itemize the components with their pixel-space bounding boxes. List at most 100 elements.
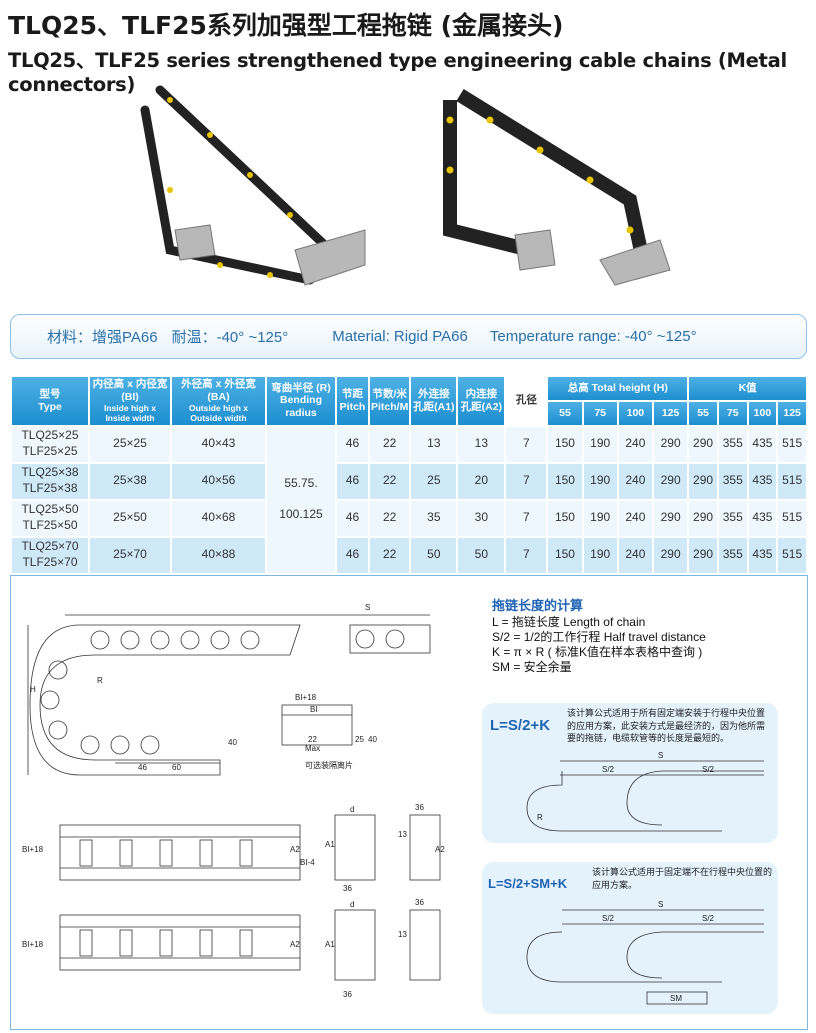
a1-cell: 35 (411, 500, 457, 536)
height-cell: 190 (583, 426, 617, 462)
separator-label: 可选装隔离片 (305, 761, 353, 770)
formula-1-s: S (658, 751, 664, 760)
dim-25: 25 (355, 735, 364, 744)
a1-cell: 13 (411, 426, 457, 462)
k-cell: 355 (718, 500, 747, 536)
hole-cell: 7 (506, 500, 547, 536)
page-title: TLQ25、TLF25系列加强型工程拖链 (金属接头) (8, 11, 564, 40)
formula-1-s2b: S/2 (702, 765, 715, 774)
height-cell: 190 (583, 463, 617, 499)
ba-cell: 40×68 (172, 500, 265, 536)
ba-cell: 40×43 (172, 426, 265, 462)
material-cn: 材料：增强PA66 (47, 329, 158, 346)
chain-dimension-drawing (27, 614, 441, 981)
cable-chain-photo-open (140, 85, 366, 286)
height-cell: 290 (654, 500, 688, 536)
height-cell: 150 (548, 426, 582, 462)
k-cell: 515 (778, 500, 806, 536)
formula-2-sm: SM (670, 994, 682, 1003)
a2-cell: 50 (458, 537, 505, 573)
dim-d2: d (350, 900, 355, 909)
dim-bi: BI (310, 705, 318, 714)
k-cell: 355 (718, 537, 747, 573)
k-cell: 515 (778, 426, 806, 462)
height-cell: 240 (618, 537, 652, 573)
height-cell: 290 (654, 537, 688, 573)
chain-length-calculation: 拖链长度的计算 L = 拖链长度 Length of chain S/2 = 1… (492, 598, 706, 675)
height-cell: 240 (618, 463, 652, 499)
dim-max: Max (305, 744, 321, 753)
header-radius: 弯曲半径 (R)Bending radius (267, 377, 335, 425)
height-cell: 150 (548, 463, 582, 499)
dim-a1: A1 (325, 840, 335, 849)
dim-36b: 36 (415, 803, 424, 812)
header-a1: 外连接孔距(A1) (411, 377, 457, 425)
k-cell: 435 (748, 426, 777, 462)
header-bi: 内径高 x 内径宽 (BI)Inside high x Inside width (90, 377, 170, 425)
cable-chain-photo-closed (443, 89, 671, 286)
k-cell: 290 (689, 426, 717, 462)
dim-a2: A2 (290, 845, 300, 854)
calc-line-l: L = 拖链长度 Length of chain (492, 615, 646, 629)
k-cell: 435 (748, 500, 777, 536)
header-ba: 外径高 x 外径宽 (BA)Outside high x Outside wid… (172, 377, 265, 425)
hole-cell: 7 (506, 426, 547, 462)
header-hole: 孔径 (506, 377, 547, 425)
height-cell: 190 (583, 537, 617, 573)
formula-2-s2b: S/2 (702, 914, 715, 923)
k-cell: 290 (689, 537, 717, 573)
material-en: Material: Rigid PA66 (332, 328, 468, 345)
header-a2: 内连接孔距(A2) (458, 377, 505, 425)
dim-13b: 13 (398, 930, 407, 939)
dim-40b: 40 (368, 735, 377, 744)
formula-1-s2a: S/2 (602, 765, 615, 774)
dim-46: 46 (138, 763, 147, 772)
temperature-en: Temperature range: -40° ~125° (489, 328, 697, 345)
pitch-cell: 46 (337, 463, 368, 499)
dim-a2b: A2 (435, 845, 445, 854)
height-cell: 150 (548, 500, 582, 536)
bi-cell: 25×25 (90, 426, 170, 462)
dim-40: 40 (228, 738, 237, 747)
pitch-cell: 46 (337, 537, 368, 573)
height-cell: 240 (618, 426, 652, 462)
formula-2-diagram (526, 909, 764, 1005)
calc-title: 拖链长度的计算 (492, 598, 584, 613)
bi-cell: 25×70 (90, 537, 170, 573)
a1-cell: 50 (411, 537, 457, 573)
pm-cell: 22 (370, 463, 410, 499)
formula-1-r: R (537, 813, 543, 822)
k-cell: 355 (718, 463, 747, 499)
k-cell: 435 (748, 537, 777, 573)
hole-cell: 7 (506, 463, 547, 499)
ba-cell: 40×88 (172, 537, 265, 573)
height-cell: 290 (654, 463, 688, 499)
formula-1-diagram (526, 760, 764, 832)
dim-a2c: A2 (290, 940, 300, 949)
dim-h: H (30, 685, 36, 694)
pitch-cell: 46 (337, 500, 368, 536)
height-cell: 240 (618, 500, 652, 536)
k-cell: 290 (689, 463, 717, 499)
dim-d: d (350, 805, 355, 814)
ba-cell: 40×56 (172, 463, 265, 499)
pm-cell: 22 (370, 500, 410, 536)
k-cell: 290 (689, 500, 717, 536)
dim-13: 13 (398, 830, 407, 839)
dim-36d: 36 (415, 898, 424, 907)
formula-2-s2a: S/2 (602, 914, 615, 923)
pm-cell: 22 (370, 426, 410, 462)
k-cell: 515 (778, 463, 806, 499)
dim-bi18-c: BI+18 (22, 940, 44, 949)
